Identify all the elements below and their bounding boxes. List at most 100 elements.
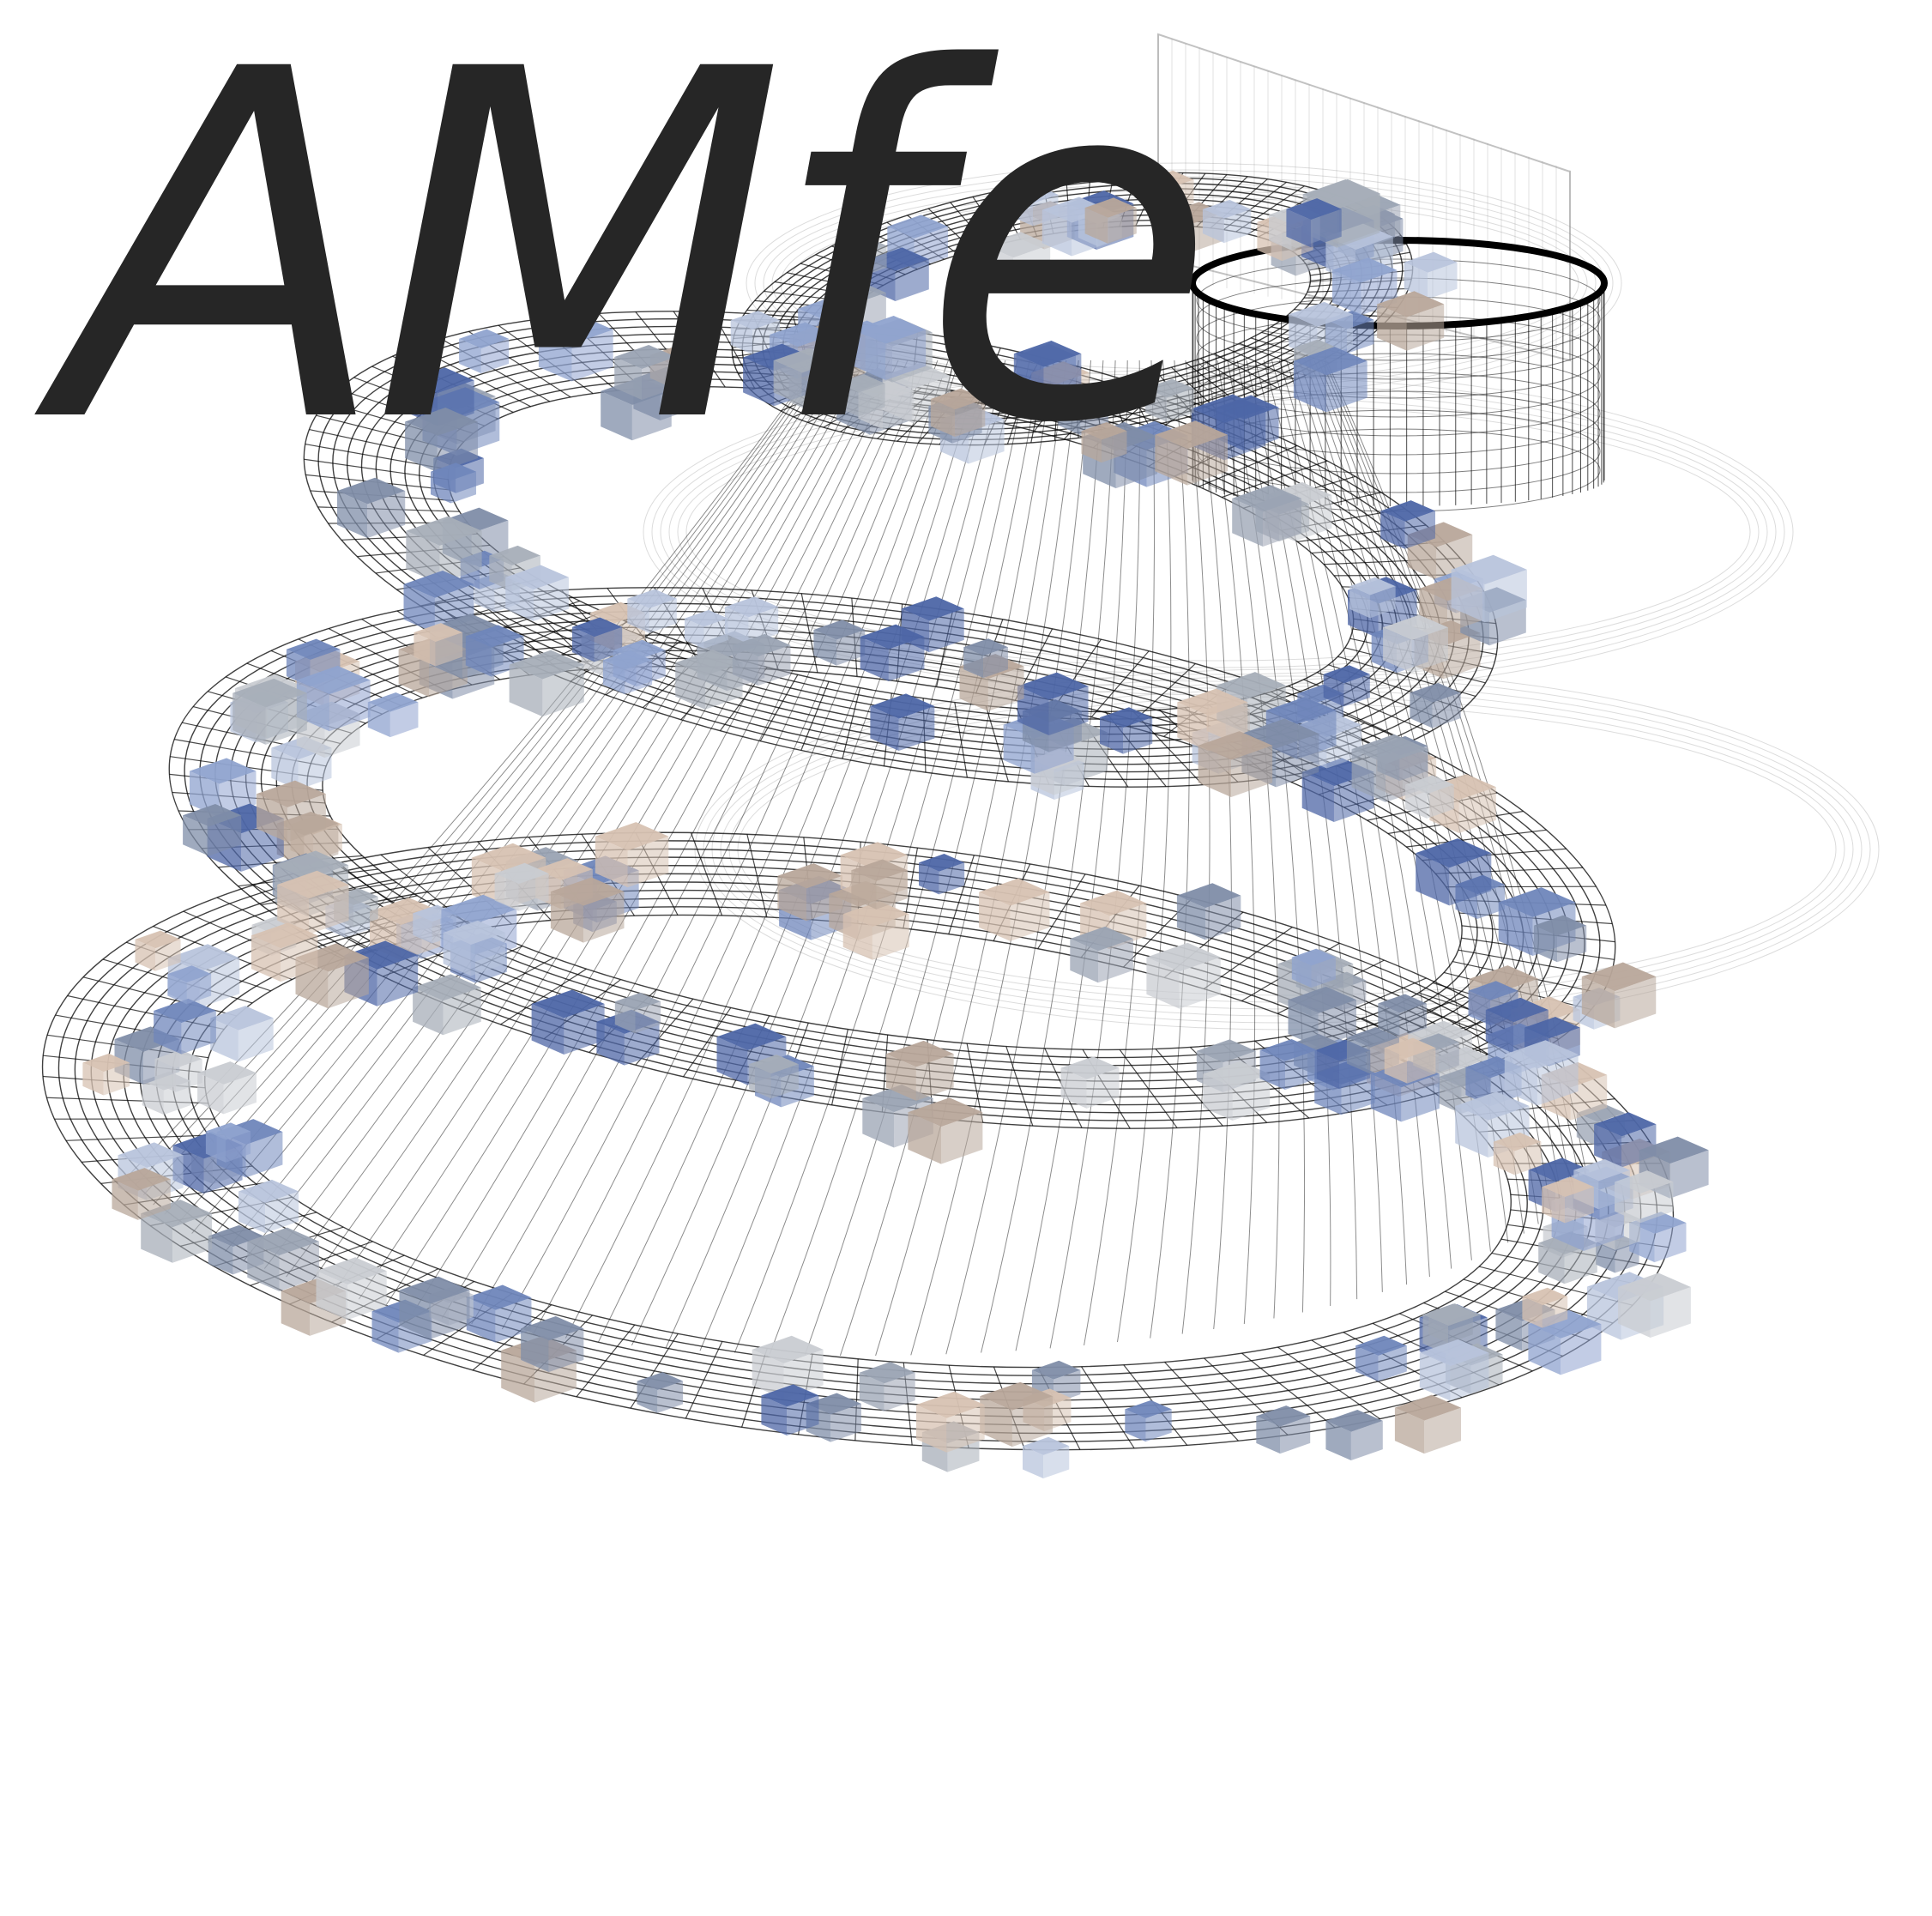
cube-right-face bbox=[1186, 434, 1229, 486]
element-cube bbox=[1013, 341, 1082, 401]
element-cube bbox=[1533, 915, 1587, 963]
cube-right-face bbox=[439, 530, 482, 584]
cube-right-face bbox=[670, 354, 697, 387]
cube-right-face bbox=[437, 421, 479, 473]
cube-left-face bbox=[1495, 1309, 1523, 1351]
cube-top-face bbox=[277, 870, 349, 899]
cube-top-face bbox=[1293, 347, 1367, 376]
element-cube bbox=[1325, 1409, 1383, 1461]
ring-meridian-line bbox=[972, 196, 1005, 244]
element-cube bbox=[1528, 1309, 1602, 1375]
cube-left-face bbox=[1618, 1287, 1651, 1338]
cube-left-face bbox=[870, 706, 899, 752]
cube-right-face bbox=[862, 245, 887, 276]
cube-right-face bbox=[1285, 1049, 1318, 1091]
ring-meridian-line bbox=[800, 593, 818, 674]
cube-right-face bbox=[758, 645, 791, 686]
cube-right-face bbox=[1669, 1150, 1709, 1199]
cube-top-face bbox=[1155, 420, 1229, 450]
cube-top-face bbox=[1629, 1212, 1687, 1234]
cube-top-face bbox=[1498, 887, 1576, 918]
cube-right-face bbox=[309, 885, 349, 934]
cube-left-face bbox=[403, 583, 435, 633]
cube-left-face bbox=[853, 329, 886, 380]
cube-left-face bbox=[1504, 1054, 1537, 1106]
ring-meridian-line bbox=[948, 855, 975, 934]
cube-top-face bbox=[1346, 1027, 1399, 1048]
funnel-mesh-line bbox=[135, 360, 821, 1186]
ring-meridian-line bbox=[415, 346, 531, 408]
cube-top-face bbox=[1177, 688, 1248, 716]
element-cube bbox=[232, 678, 307, 745]
element-cube bbox=[1060, 1056, 1120, 1109]
cube-top-face bbox=[1455, 1091, 1530, 1121]
cube-left-face bbox=[901, 608, 930, 653]
cube-top-face bbox=[1351, 734, 1428, 765]
cube-top-face bbox=[1145, 378, 1194, 398]
ring-meridian-line bbox=[54, 1118, 215, 1120]
funnel-mesh-line bbox=[1049, 360, 1141, 1349]
cube-left-face bbox=[509, 664, 543, 717]
element-cube bbox=[414, 623, 463, 667]
ring-meridian-line bbox=[966, 1043, 984, 1123]
cube-right-face bbox=[435, 632, 463, 667]
cube-left-face bbox=[1286, 209, 1311, 248]
cube-top-face bbox=[443, 920, 506, 946]
cube-right-face bbox=[223, 1073, 257, 1115]
cube-top-face bbox=[885, 1040, 954, 1067]
cube-right-face bbox=[1048, 686, 1089, 736]
cube-left-face bbox=[494, 873, 519, 911]
cube-left-face bbox=[167, 974, 187, 1005]
cube-left-face bbox=[602, 660, 625, 695]
element-cube bbox=[271, 735, 332, 790]
cube-left-face bbox=[675, 662, 706, 710]
cube-right-face bbox=[955, 399, 986, 438]
cube-right-face bbox=[1043, 1446, 1070, 1479]
cube-left-face bbox=[1383, 627, 1412, 673]
cube-right-face bbox=[1343, 674, 1370, 707]
cube-right-face bbox=[265, 1191, 299, 1234]
cube-right-face bbox=[377, 955, 419, 1006]
cube-top-face bbox=[1325, 1409, 1383, 1432]
cube-top-face bbox=[1528, 1309, 1602, 1339]
element-cube bbox=[1349, 577, 1396, 619]
element-cube bbox=[675, 650, 743, 710]
cube-right-face bbox=[1514, 1141, 1542, 1176]
element-cube bbox=[399, 1276, 470, 1339]
ring-meridian-line bbox=[1090, 650, 1150, 718]
cube-left-face bbox=[1017, 686, 1049, 736]
cube-top-face bbox=[1383, 614, 1448, 641]
element-cube bbox=[1581, 962, 1657, 1029]
cube-left-face bbox=[761, 1395, 788, 1435]
cube-top-face bbox=[777, 863, 843, 889]
cube-top-face bbox=[752, 1335, 824, 1364]
element-cube bbox=[732, 633, 791, 686]
cube-right-face bbox=[631, 390, 672, 441]
cube-right-face bbox=[172, 1213, 213, 1263]
cube-top-face bbox=[1196, 1039, 1257, 1063]
cube-top-face bbox=[82, 1053, 130, 1073]
cube-left-face bbox=[1416, 853, 1450, 906]
element-cube bbox=[749, 1054, 799, 1099]
funnel-mesh-line bbox=[565, 360, 971, 1339]
element-cube bbox=[730, 311, 780, 354]
cube-top-face bbox=[286, 638, 341, 660]
cube-left-face bbox=[197, 1073, 224, 1115]
cube-right-face bbox=[518, 873, 549, 911]
cube-right-face bbox=[208, 815, 242, 856]
cube-left-face bbox=[959, 666, 988, 711]
cube-top-face bbox=[154, 998, 216, 1024]
element-cube bbox=[885, 1040, 954, 1101]
element-cube bbox=[1155, 420, 1229, 486]
cube-right-face bbox=[1223, 209, 1252, 244]
element-cube bbox=[1493, 1132, 1542, 1176]
cube-top-face bbox=[1217, 672, 1286, 699]
element-cube bbox=[494, 862, 549, 911]
element-cube bbox=[1451, 554, 1527, 623]
funnel-mesh-line bbox=[1116, 360, 1172, 1343]
cube-right-face bbox=[941, 1112, 983, 1164]
element-cube bbox=[1146, 170, 1194, 213]
cube-left-face bbox=[908, 1112, 942, 1164]
element-cube bbox=[238, 1179, 299, 1234]
cube-left-face bbox=[1522, 1296, 1543, 1328]
